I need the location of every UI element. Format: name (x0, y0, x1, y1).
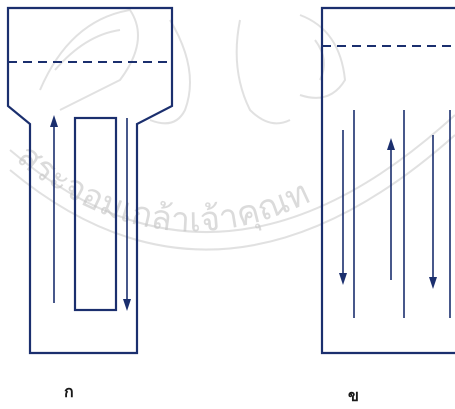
watermark-text: สระจอมเกล้าเจ้าคุณท (10, 136, 316, 241)
panel-b-vessel-outline (320, 6, 455, 355)
panel-b-down-arrow-1 (339, 130, 347, 285)
panel-a-inner-column (73, 116, 118, 312)
panel-b-up-arrow (387, 138, 395, 280)
panel-a-vessel-outline (6, 6, 174, 355)
panel-a-label: ก (64, 382, 74, 401)
panel-a-diagram (6, 6, 174, 355)
panel-b-label: ข (348, 386, 359, 405)
panel-a-down-arrow (123, 118, 131, 311)
panel-b-down-arrow-2 (429, 135, 437, 289)
panel-b-diagram (320, 6, 455, 355)
panel-a-up-arrow (50, 115, 58, 303)
